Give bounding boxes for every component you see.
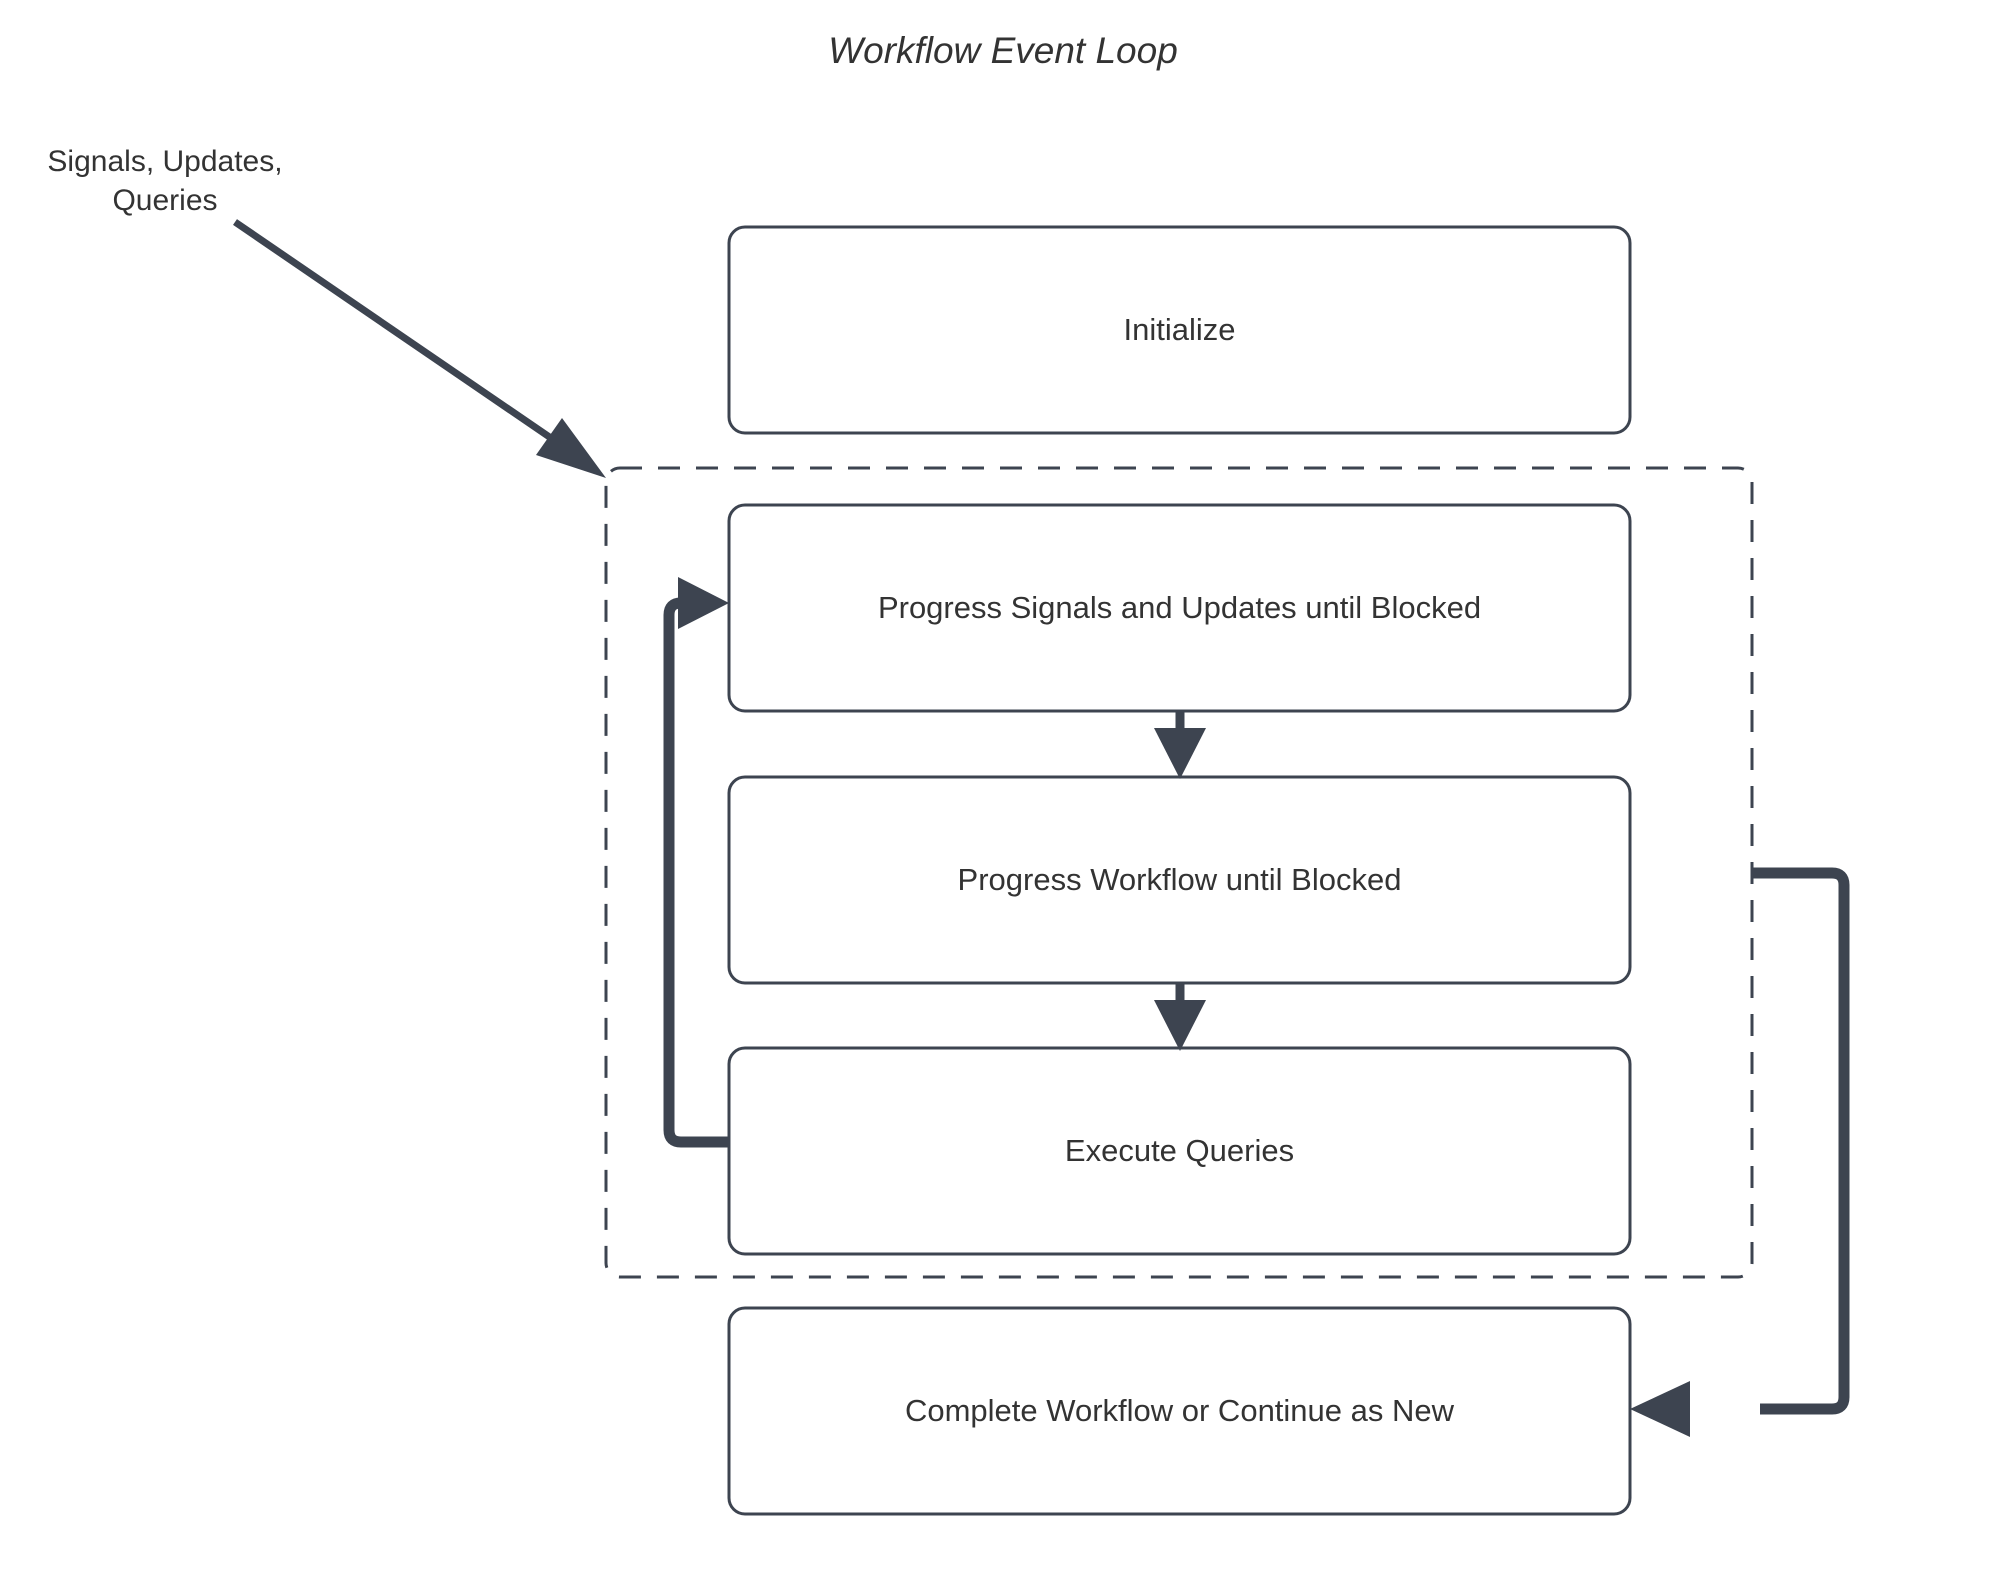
edge-signals-to-workflow — [1154, 711, 1206, 779]
diagram-title: Workflow Event Loop — [828, 30, 1178, 71]
edge-inbound-signals — [233, 219, 606, 478]
edge-exit-to-complete — [1630, 867, 1850, 1437]
edge-loop-back — [663, 577, 729, 1148]
edge-label-line-2: Queries — [112, 184, 218, 217]
node-box-complete-workflow[interactable] — [727, 1306, 1632, 1516]
edge-workflow-to-queries — [1154, 983, 1206, 1051]
node-box-progress-signals[interactable] — [727, 503, 1632, 713]
node-box-progress-workflow[interactable] — [727, 775, 1632, 985]
edge-label-line-1: Signals, Updates, — [47, 145, 283, 178]
node-box-initialize[interactable] — [727, 225, 1632, 435]
node-box-execute-queries[interactable] — [727, 1046, 1632, 1256]
edge-label-signals-updates-queries: Signals, Updates, Queries — [20, 142, 310, 220]
